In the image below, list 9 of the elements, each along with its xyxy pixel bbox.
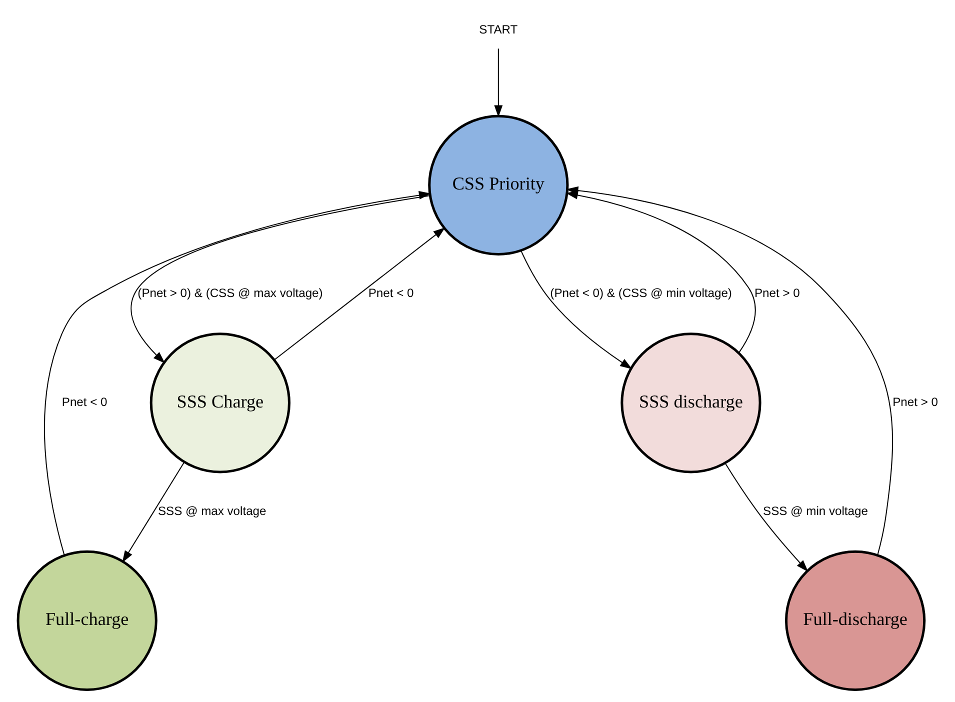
edge-label: Pnet > 0 [892,395,938,410]
edge-label: Pnet < 0 [61,395,107,410]
edge-label: (Pnet > 0) & (CSS @ max voltage) [137,286,322,300]
edge-label: Pnet < 0 [368,286,414,300]
edge-label: (Pnet < 0) & (CSS @ min voltage) [550,286,732,300]
edge-label: SSS @ max voltage [157,504,266,518]
node-text: START [478,22,518,37]
edge-label: Pnet > 0 [754,286,800,300]
edge-label: SSS @ min voltage [762,504,868,518]
